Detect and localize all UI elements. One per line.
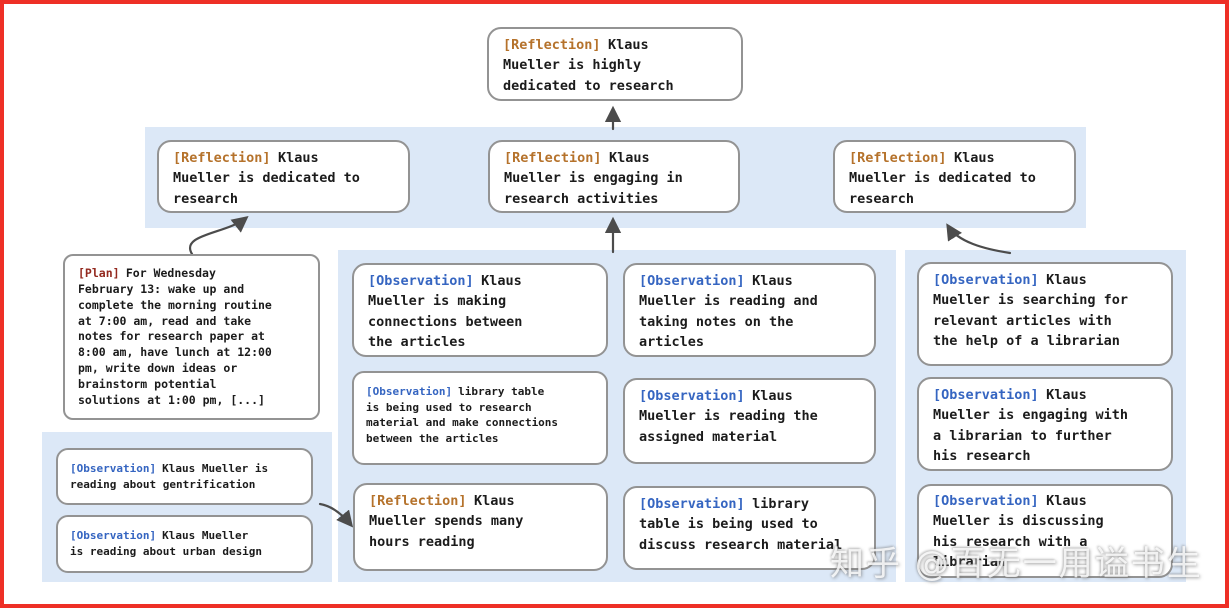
node-text: Klaus Mueller is making connections betw… [368, 273, 523, 350]
node-obs-taking-notes: [Observation]Klaus Mueller is reading an… [623, 263, 876, 357]
observation-tag: [Observation] [639, 388, 745, 404]
node-text: Klaus Mueller is discussing his research… [933, 493, 1104, 570]
observation-tag: [Observation] [639, 496, 745, 512]
reflection-tag: [Reflection] [503, 37, 601, 53]
reflection-tag: [Reflection] [504, 150, 602, 166]
observation-tag: [Observation] [366, 385, 453, 398]
node-obs-gentrification: [Observation]Klaus Mueller is reading ab… [56, 448, 313, 505]
node-text: Klaus Mueller is dedicated to research [849, 150, 1036, 207]
zhihu-watermark: 知乎 @百无一用谥书生 [830, 544, 1203, 584]
node-text: Klaus Mueller is engaging in research ac… [504, 150, 683, 207]
reflection-tag: [Reflection] [849, 150, 947, 166]
node-text: Klaus Mueller is highly dedicated to res… [503, 37, 674, 94]
node-reflection-mid: [Reflection]Klaus Mueller is engaging in… [488, 140, 740, 213]
observation-tag: [Observation] [70, 529, 157, 542]
observation-tag: [Observation] [933, 272, 1039, 288]
reflection-tag: [Reflection] [369, 493, 467, 509]
node-text: For Wednesday February 13: wake up and c… [78, 266, 272, 407]
observation-tag: [Observation] [933, 387, 1039, 403]
observation-tag: [Observation] [639, 273, 745, 289]
node-obs-library-research: [Observation]library table is being used… [352, 371, 608, 465]
observation-tag: [Observation] [933, 493, 1039, 509]
plan-tag: [Plan] [78, 266, 120, 280]
node-reflection-left: [Reflection]Klaus Mueller is dedicated t… [157, 140, 410, 213]
node-obs-engaging: [Observation]Klaus Mueller is engaging w… [917, 377, 1173, 471]
node-text: Klaus Mueller is reading about urban des… [70, 529, 263, 558]
node-text: Klaus Mueller is engaging with a librari… [933, 387, 1129, 464]
node-obs-searching: [Observation]Klaus Mueller is searching … [917, 262, 1173, 366]
node-text: library table is being used to research … [366, 385, 559, 445]
node-plan: [Plan]For Wednesday February 13: wake up… [63, 254, 320, 420]
node-text: Klaus Mueller is reading and taking note… [639, 273, 818, 350]
node-text: Klaus Mueller spends many hours reading [369, 493, 524, 550]
node-text: library table is being used to discuss r… [639, 496, 843, 553]
node-text: Klaus Mueller is dedicated to research [173, 150, 360, 207]
node-obs-library-discuss: [Observation]library table is being used… [623, 486, 876, 570]
node-text: Klaus Mueller is reading the assigned ma… [639, 388, 818, 445]
node-reflection-hours: [Reflection]Klaus Mueller spends many ho… [353, 483, 608, 571]
node-obs-assigned-material: [Observation]Klaus Mueller is reading th… [623, 378, 876, 464]
node-root-reflection: [Reflection]Klaus Mueller is highly dedi… [487, 27, 743, 101]
node-text: Klaus Mueller is reading about gentrific… [70, 462, 269, 491]
node-obs-connections: [Observation]Klaus Mueller is making con… [352, 263, 608, 357]
node-text: Klaus Mueller is searching for relevant … [933, 272, 1129, 349]
observation-tag: [Observation] [70, 462, 157, 475]
arrow-right-band-to-right-reflection [946, 223, 1012, 255]
node-obs-urban-design: [Observation]Klaus Mueller is reading ab… [56, 515, 313, 573]
reflection-tag: [Reflection] [173, 150, 271, 166]
observation-tag: [Observation] [368, 273, 474, 289]
node-reflection-right: [Reflection]Klaus Mueller is dedicated t… [833, 140, 1076, 213]
node-obs-discussing: [Observation]Klaus Mueller is discussing… [917, 484, 1173, 578]
